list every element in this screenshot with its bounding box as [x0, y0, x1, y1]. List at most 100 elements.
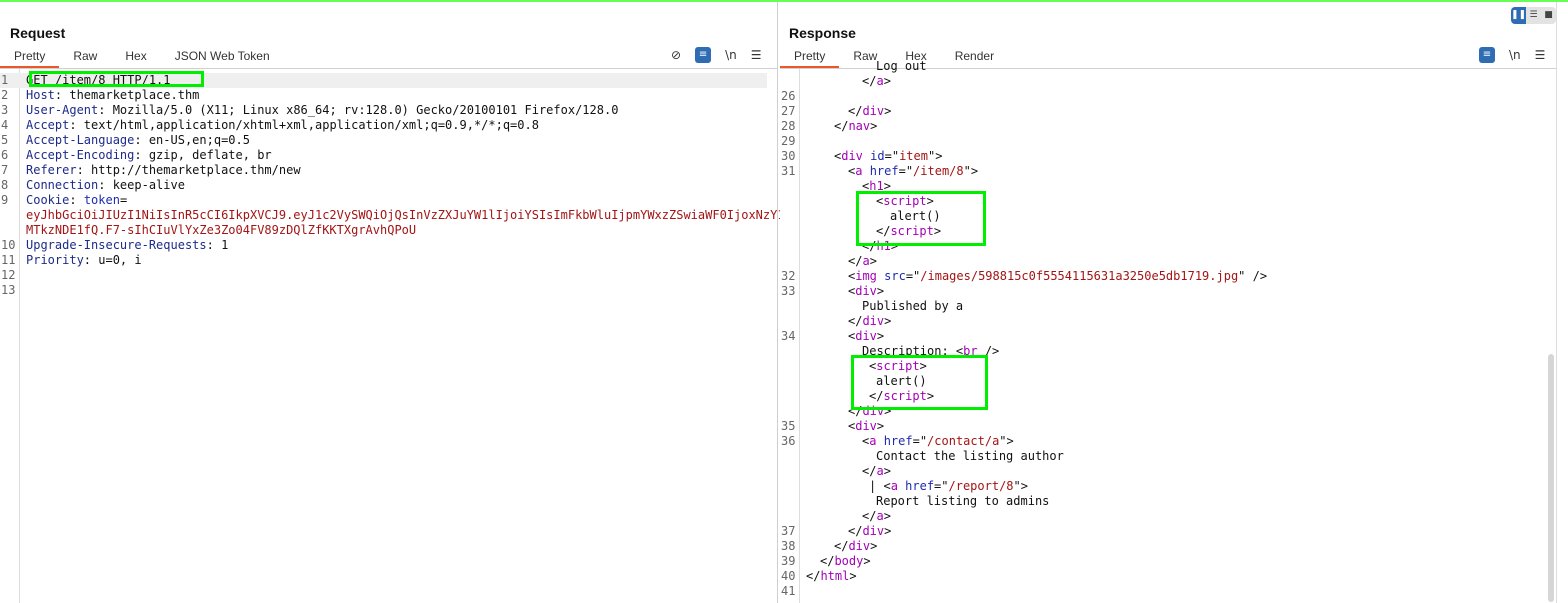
line-text: Accept-Encoding: gzip, deflate, br [26, 148, 272, 163]
newline-button[interactable]: \n [1509, 48, 1521, 62]
code-token: < [848, 284, 856, 298]
line-number: 31 [781, 164, 796, 178]
code-token: : themarketplace.thm [54, 88, 200, 102]
code-token: </ [862, 74, 877, 88]
code-line: 12 [0, 268, 767, 283]
line-number: 41 [781, 584, 796, 598]
tab-hex[interactable]: Hex [905, 49, 927, 63]
code-line: 38</div> [780, 539, 1546, 554]
tab-render[interactable]: Render [954, 49, 995, 63]
line-text: Report listing to admins [876, 494, 1049, 509]
single-pane-icon[interactable]: ■ [1541, 7, 1556, 24]
code-token: > [870, 539, 878, 553]
tab-pretty[interactable]: Pretty [780, 46, 840, 68]
code-line: 13 [0, 283, 767, 298]
code-token: =" [884, 149, 900, 163]
code-token: "> [927, 149, 943, 163]
code-token: div [855, 284, 877, 298]
code-token: a [890, 479, 898, 493]
line-text: Referer: http://themarketplace.thm/new [26, 163, 301, 178]
code-line: 33<div> [780, 284, 1546, 299]
newline-button[interactable]: \n [725, 48, 737, 62]
code-token: "> [1013, 479, 1028, 493]
code-token: " /> [1238, 269, 1268, 283]
code-token: > [883, 464, 891, 478]
code-token: < [862, 179, 870, 193]
code-line: </a> [780, 74, 1546, 89]
code-token: href [862, 164, 899, 178]
code-token: a [876, 464, 884, 478]
code-token: : http://themarketplace.thm/new [76, 163, 301, 177]
line-gutter [0, 69, 20, 603]
tab-hex[interactable]: Hex [125, 49, 147, 63]
code-token: h1 [869, 179, 884, 193]
line-text: MTkzNDE1fQ.F7-sIhCIuVlYxZe3Zo04FV89zDQlZ… [26, 223, 416, 238]
code-token: Contact the listing author [876, 449, 1064, 463]
code-line: </script> [780, 224, 1546, 239]
code-line: 41 [780, 584, 1546, 599]
code-line: 26 [780, 89, 1546, 104]
line-text: Upgrade-Insecure-Requests: 1 [26, 238, 228, 253]
hamburger-icon[interactable]: ☰ [1534, 48, 1546, 62]
line-text: </div> [848, 314, 891, 329]
divider [780, 68, 1556, 69]
split-columns-icon[interactable]: ❚❚ [1511, 7, 1526, 24]
line-text: Published by a [862, 299, 963, 314]
hamburger-icon[interactable]: ☰ [750, 48, 762, 62]
code-line: 32<img src="/images/598815c0f5554115631a… [780, 269, 1546, 284]
code-line: </a> [780, 254, 1546, 269]
code-token: </ [862, 509, 877, 523]
request-tabs: Pretty Raw Hex JSON Web Token [0, 46, 284, 68]
line-gutter [780, 69, 800, 603]
line-text: <div> [848, 419, 884, 434]
code-token: /images/598815c0f5554115631a3250e5db1719… [920, 269, 1239, 283]
code-token: /> [977, 344, 1000, 358]
code-line: <script> [780, 359, 1546, 374]
code-token: Connection [26, 178, 99, 192]
line-number: 5 [1, 133, 9, 147]
wrap-icon[interactable]: ≡ [1479, 47, 1495, 63]
code-line: 7 Referer: http://themarketplace.thm/new [0, 163, 767, 178]
code-token: MTkzNDE1fQ.F7-sIhCIuVlYxZe3Zo04FV89zDQlZ… [26, 223, 417, 237]
split-rows-icon[interactable]: ☰ [1526, 7, 1541, 24]
code-line: <script> [780, 194, 1546, 209]
code-line: </h1> [780, 239, 1546, 254]
tab-raw[interactable]: Raw [853, 49, 878, 63]
code-token: </ [834, 119, 849, 133]
tab-raw[interactable]: Raw [73, 49, 98, 63]
code-token: > [884, 404, 892, 418]
line-number: 2 [1, 88, 9, 102]
line-number: 7 [1, 163, 9, 177]
line-number: 37 [781, 524, 796, 538]
code-token: = [119, 193, 128, 207]
code-token: =" [898, 164, 914, 178]
line-text: <script> [876, 194, 934, 209]
wrap-icon[interactable]: ≡ [695, 47, 712, 63]
code-token: > [876, 329, 885, 343]
line-text: Connection: keep-alive [26, 178, 185, 193]
response-title: Response [789, 25, 856, 41]
code-token: > [884, 524, 892, 538]
request-panel: Request Pretty Raw Hex JSON Web Token ⊘ … [0, 2, 785, 603]
code-token: </ [848, 314, 863, 328]
code-line: 28</nav> [780, 119, 1546, 134]
line-number: 38 [781, 539, 796, 553]
code-token: alert() [876, 374, 927, 388]
code-token: > [849, 569, 857, 583]
line-text: | <a href="/report/8"> [869, 479, 1028, 494]
line-text: Description: <br /> [862, 344, 999, 359]
scrollbar[interactable] [1548, 354, 1554, 602]
line-number: 28 [781, 119, 796, 133]
line-number: 11 [1, 253, 16, 267]
eye-slash-icon[interactable]: ⊘ [671, 48, 682, 62]
code-token: </ [806, 569, 821, 583]
code-token: a [876, 509, 884, 523]
tab-json-web-token[interactable]: JSON Web Token [174, 49, 270, 63]
tab-pretty[interactable]: Pretty [0, 46, 60, 68]
highlight-box [851, 355, 988, 410]
code-token: "> [963, 164, 979, 178]
